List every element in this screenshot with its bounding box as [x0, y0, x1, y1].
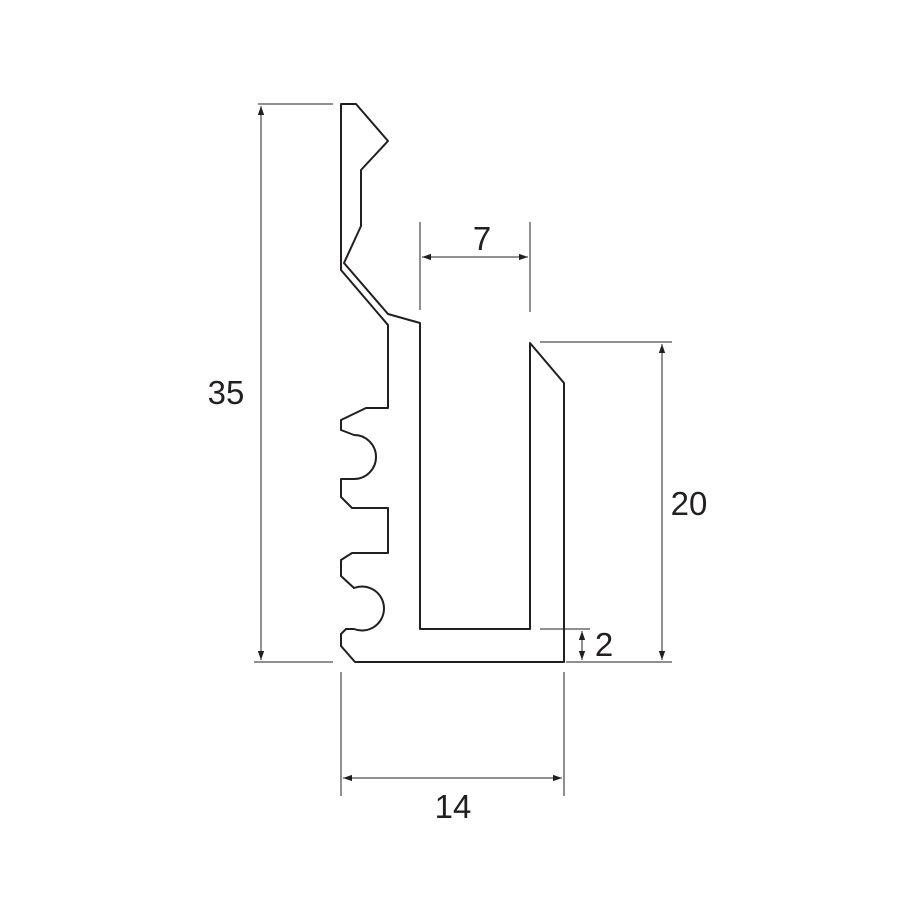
dimension-label-2: 2 — [595, 626, 613, 663]
dimension-label-14: 14 — [435, 788, 472, 825]
dimension-base-thickness: 2 — [540, 626, 613, 663]
dimension-total-width: 14 — [340, 672, 565, 825]
dimension-label-7: 7 — [473, 220, 491, 257]
dimension-label-35: 35 — [208, 374, 245, 411]
dimension-channel-width: 7 — [419, 220, 531, 312]
dimension-wall-height: 20 — [540, 341, 708, 663]
aluminium-profile-outline — [340, 103, 565, 663]
dimension-total-height: 35 — [208, 103, 333, 663]
dimension-label-20: 20 — [671, 485, 708, 522]
